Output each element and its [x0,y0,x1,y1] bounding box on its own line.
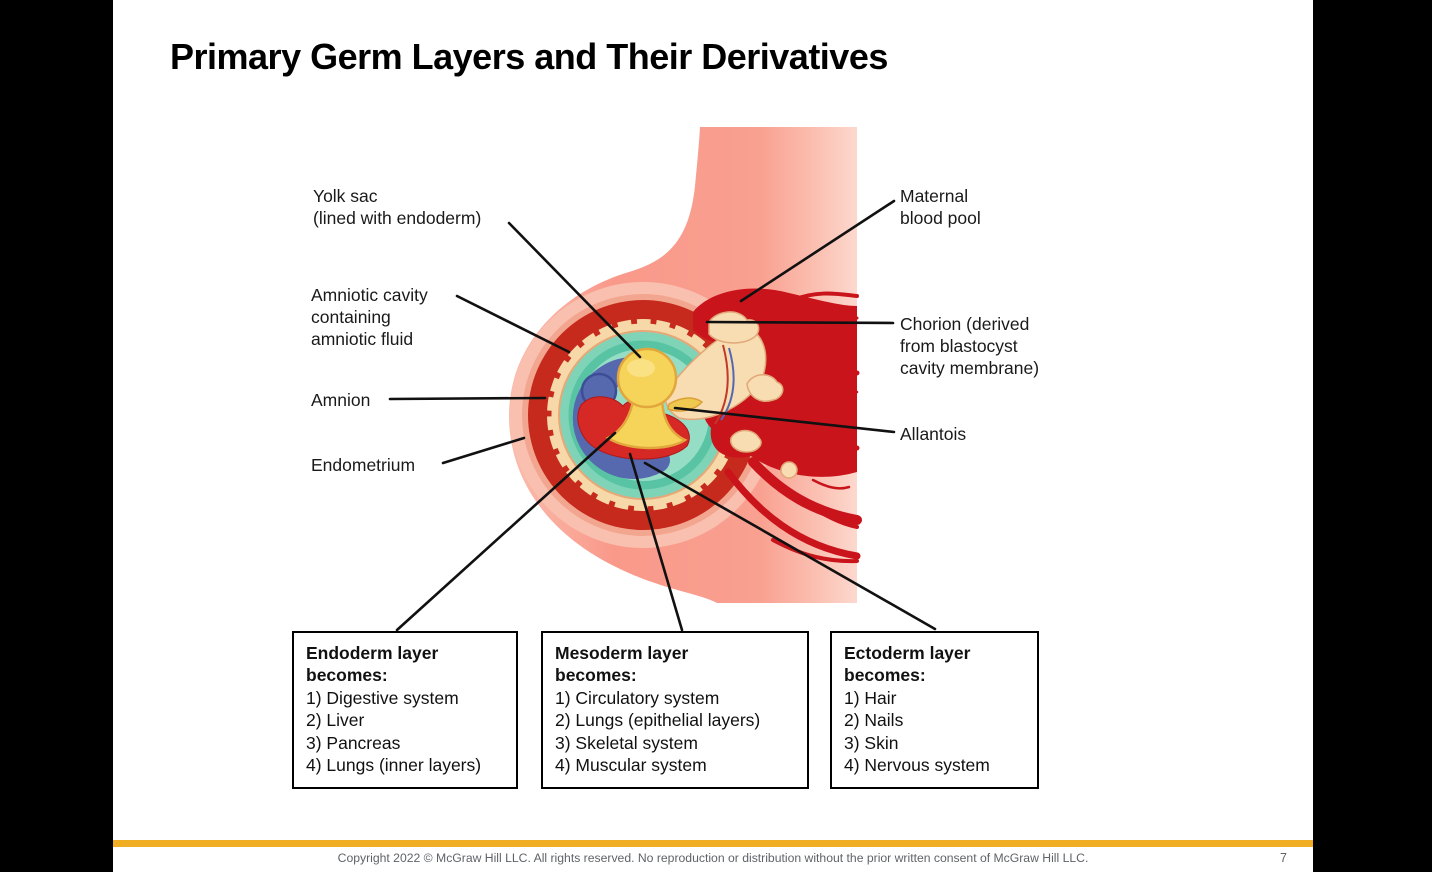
leader-ectoderm [643,461,937,631]
leader-yolk-sac [507,221,642,359]
leader-allantois [673,406,896,434]
stalk-vessel-red [714,344,729,425]
embryo-diagram [388,127,937,632]
leader-lines [388,199,937,632]
label-amniotic-cavity: Amniotic cavity containing amniotic flui… [311,285,428,349]
accent-bar [113,840,1313,847]
mesoderm-item: 2) Lungs (epithelial layers) [555,710,761,731]
slide-title: Primary Germ Layers and Their Derivative… [170,36,888,77]
mesoderm-item: 4) Muscular system [555,755,707,776]
leader-endometrium [441,436,526,465]
mesoderm-item: 3) Skeletal system [555,732,698,753]
leader-maternal [739,199,896,303]
maternal-vessels [724,291,862,564]
ectoderm-item: 2) Nails [844,710,904,731]
endoderm-item: 3) Pancreas [306,732,401,753]
label-maternal-blood-pool: Maternal blood pool [900,186,981,228]
yolk-sac-ball [616,347,678,409]
leader-mesoderm [628,452,684,632]
slide: Primary Germ Layers and Their Derivative… [113,0,1313,872]
page-number: 7 [1280,851,1287,865]
leader-endoderm [395,431,617,632]
yolk-highlight [627,359,655,377]
ectoderm-item: 4) Nervous system [844,755,990,776]
label-chorion: Chorion (derived from blastocyst cavity … [900,314,1040,378]
leader-amniotic [455,294,571,354]
label-amnion: Amnion [311,390,371,410]
leader-chorion [705,320,895,325]
mesoderm-box: Mesoderm layer becomes: 1) Circulatory s… [541,631,809,789]
endoderm-box: Endoderm layer becomes: 1) Digestive sys… [292,631,518,789]
ectoderm-box-heading: Ectoderm layer becomes: [844,643,971,686]
copyright-text: Copyright 2022 © McGraw Hill LLC. All ri… [337,851,1089,865]
endoderm-box-heading: Endoderm layer becomes: [306,643,439,686]
endoderm-item: 4) Lungs (inner layers) [306,755,482,776]
label-yolk-sac: Yolk sac (lined with endoderm) [313,186,482,228]
chorionic-villi [708,311,798,479]
label-allantois: Allantois [900,424,967,444]
endoderm-item: 2) Liver [306,710,365,731]
ectoderm-item: 1) Hair [844,687,897,708]
endoderm-item: 1) Digestive system [306,687,459,708]
mesoderm-box-heading: Mesoderm layer becomes: [555,643,689,686]
ectoderm-box: Ectoderm layer becomes: 1) Hair 2) Nails… [830,631,1039,789]
mesoderm-item: 1) Circulatory system [555,687,720,708]
label-endometrium: Endometrium [311,455,416,475]
ectoderm-item: 3) Skin [844,732,899,753]
leader-amnion [388,396,547,401]
